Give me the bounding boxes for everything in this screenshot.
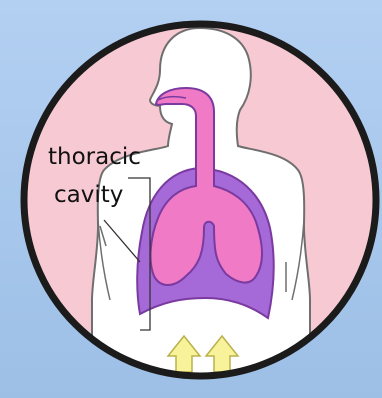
label-cavity: cavity: [54, 182, 123, 208]
label-thoracic: thoracic: [48, 144, 141, 170]
